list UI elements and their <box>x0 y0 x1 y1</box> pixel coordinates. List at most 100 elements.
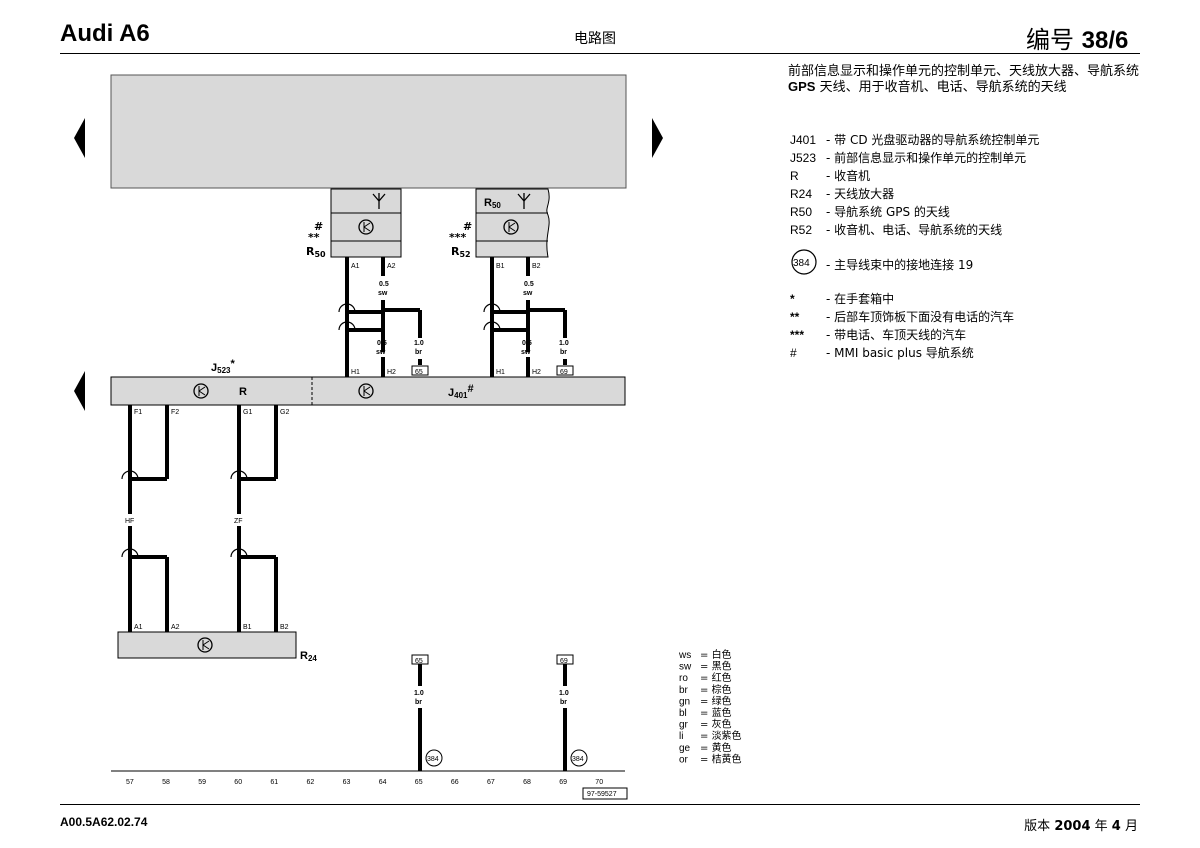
color-key-name: = 绿色 <box>700 694 732 707</box>
legend-code: R <box>790 169 799 183</box>
connector-ref: 65 <box>415 369 423 376</box>
prev-page-arrow-mid[interactable] <box>74 371 85 411</box>
wire-color: br <box>560 349 567 356</box>
pin-b2: B2 <box>532 263 541 270</box>
wire-size: 0.5 <box>524 281 534 288</box>
ruler-number: 64 <box>379 779 387 786</box>
r50-mark-hash: # <box>314 220 323 233</box>
pin-f1: F1 <box>134 409 142 416</box>
header-rule <box>60 53 1140 54</box>
legend-desc: - 前部信息显示和操作单元的控制单元 <box>826 151 1027 165</box>
pin-a1: A1 <box>351 263 360 270</box>
color-key-code: li <box>679 731 683 742</box>
header-center-title: 电路图 <box>574 31 616 47</box>
wire-color: br <box>415 349 422 356</box>
connector-ref: 69 <box>560 658 568 665</box>
color-key-name: = 桔黄色 <box>700 752 742 765</box>
antenna-icon <box>372 193 386 209</box>
footer-rule <box>60 804 1140 805</box>
prev-page-arrow-top[interactable] <box>74 118 85 158</box>
r50-label: R50 <box>306 245 326 259</box>
header-brand: Audi A6 <box>60 20 150 47</box>
legend-desc: - 带 CD 光盘驱动器的导航系统控制单元 <box>826 133 1040 147</box>
pin-h2: H2 <box>532 369 541 376</box>
color-key-name: = 蓝色 <box>700 706 732 719</box>
legend-desc: - 主导线束中的接地连接 19 <box>826 258 974 272</box>
connector-ref-box <box>556 365 574 376</box>
component-j523-j401: R J401# <box>110 376 626 406</box>
ruler-number: 58 <box>162 779 170 786</box>
color-key-code: or <box>679 754 689 765</box>
color-key-name: = 黑色 <box>700 660 732 673</box>
legend-title-part-b: 天线、用于收音机、电话、导航系统的天线 <box>819 80 1067 95</box>
legend-mark: * <box>790 292 795 306</box>
legend-row-ground: - 主导线束中的接地连接 19 <box>790 256 973 273</box>
legend-title-gps: GPS <box>788 79 816 94</box>
legend-code: J523 <box>790 151 817 165</box>
legend-desc: - 收音机、电话、导航系统的天线 <box>826 223 1003 237</box>
next-page-arrow-top[interactable] <box>652 118 663 158</box>
sheet-number: 编号 38/6 <box>1026 20 1128 55</box>
pin-h1: H1 <box>351 369 360 376</box>
connector-ref: 69 <box>560 369 568 376</box>
j401-label: J401# <box>448 383 474 400</box>
pin-a1: A1 <box>134 624 143 631</box>
pin-f2: F2 <box>171 409 179 416</box>
cable-zf: ZF <box>234 518 243 525</box>
sheet-prefix: 编号 <box>1026 26 1074 54</box>
wire-size: 1.0 <box>559 340 569 347</box>
pin-a2: A2 <box>387 263 396 270</box>
wires-r52 <box>483 257 567 377</box>
r24-label: R24 <box>300 650 317 663</box>
wire-color: br <box>415 699 422 706</box>
legend-row-r52: R52 - 收音机、电话、导航系统的天线 <box>790 221 1002 238</box>
r50-mark-stars: ** <box>308 231 320 244</box>
legend-row-r50: R50- 导航系统 GPS 的天线 <box>790 203 950 220</box>
top-panel <box>110 74 627 189</box>
color-key-code: ws <box>678 650 691 661</box>
color-key-code: ro <box>679 673 688 684</box>
color-key-name: = 黄色 <box>700 741 732 754</box>
ruler-number: 63 <box>343 779 351 786</box>
legend-row-j523: J523 - 前部信息显示和操作单元的控制单元 <box>790 149 1026 166</box>
legend-code: R24 <box>790 187 813 201</box>
ground-legend-symbol <box>791 249 817 275</box>
component-r50: # ** R50 <box>306 188 402 259</box>
drawing-id: 97-59527 <box>587 791 617 798</box>
ruler-number: 66 <box>451 779 459 786</box>
color-key-code: ge <box>679 743 691 754</box>
legend-code: R52 <box>790 223 813 237</box>
color-key-name: = 棕色 <box>700 683 732 696</box>
wire-size: 1.0 <box>559 690 569 697</box>
pin-h2: H2 <box>387 369 396 376</box>
legend-desc: - 后部车顶饰板下面没有电话的汽车 <box>826 310 1015 324</box>
connector-ref-box <box>411 365 429 376</box>
legend-row-note-3: ***- 带电话、车顶天线的汽车 <box>790 326 966 343</box>
ruler-number: 60 <box>234 779 242 786</box>
color-key-name: = 红色 <box>700 671 732 684</box>
ruler-number: 62 <box>307 779 315 786</box>
color-key-code: gr <box>679 720 689 731</box>
ruler-number: 67 <box>487 779 495 786</box>
legend-title: 前部信息显示和操作单元的控制单元、天线放大器、导航系统 GPS 天线、用于收音机… <box>788 64 1140 95</box>
r52-mark-stars: *** <box>449 231 467 244</box>
wire-color: sw <box>521 349 531 356</box>
footer-version: 版本 2004 年 4 月 <box>1024 819 1138 834</box>
legend-desc: - 带电话、车顶天线的汽车 <box>826 328 967 342</box>
legend-desc: - 天线放大器 <box>826 187 895 201</box>
wire-color: sw <box>376 349 386 356</box>
pin-h1: H1 <box>496 369 505 376</box>
wire-size: 0.5 <box>522 340 532 347</box>
legend-desc: - 在手套箱中 <box>826 292 895 306</box>
ruler-number: 57 <box>126 779 134 786</box>
transistor-icon <box>503 219 519 235</box>
sheet-value: 38/6 <box>1081 27 1129 54</box>
legend-row-r: R- 收音机 <box>790 167 870 184</box>
legend-row-note-2: **- 后部车顶饰板下面没有电话的汽车 <box>790 308 1014 325</box>
wire-color: sw <box>523 290 533 297</box>
pin-g2: G2 <box>280 409 289 416</box>
component-r52: R50 # *** R52 <box>449 188 550 259</box>
